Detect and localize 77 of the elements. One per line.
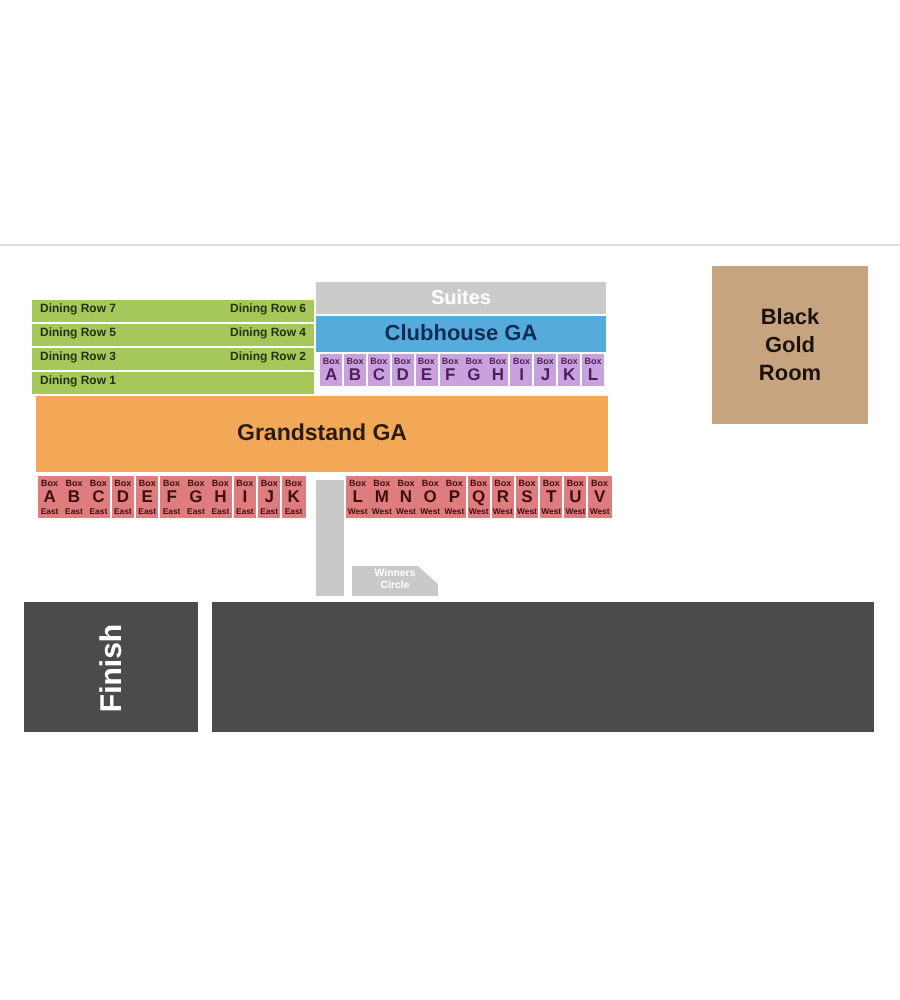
seating-section: [32, 348, 314, 369]
section-label: Clubhouse GA: [384, 322, 538, 346]
box-letter: J: [264, 487, 274, 505]
box-letter: E: [420, 366, 433, 384]
box-letter: O: [423, 487, 437, 505]
seating-box: [563, 475, 587, 517]
box-letter: H: [214, 487, 227, 505]
room-label: Black Gold Room: [756, 303, 824, 387]
box-letter: R: [496, 487, 509, 505]
box-letter: T: [545, 487, 557, 505]
seating-box: [233, 475, 257, 517]
box-letter: D: [116, 487, 129, 505]
box-letter: L: [587, 366, 599, 384]
seating-box: [467, 475, 491, 517]
seating-box: [367, 354, 390, 386]
seating-box: [534, 354, 557, 386]
finish-line-block: [24, 602, 198, 732]
seating-box: [343, 354, 367, 386]
seating-box: [111, 475, 135, 517]
box-letter: N: [399, 487, 413, 505]
box-letter: B: [348, 366, 362, 384]
seating-box: [581, 354, 605, 386]
seating-box: [257, 475, 281, 517]
box-letter: U: [569, 487, 582, 505]
box-letter: Q: [471, 487, 486, 505]
seating-box: [588, 475, 612, 517]
box-letter: A: [43, 487, 56, 505]
seating-box: [86, 475, 110, 517]
track-block: [212, 602, 874, 732]
winners-circle-area: [352, 566, 438, 596]
seating-box: [415, 354, 438, 386]
box-letter: I: [242, 487, 248, 505]
finish-label: Finish: [94, 622, 128, 712]
box-letter: H: [491, 366, 504, 384]
seating-box: [515, 475, 539, 517]
box-letter: K: [287, 487, 300, 505]
box-letter: F: [444, 366, 456, 384]
box-letter: D: [396, 366, 409, 384]
section-label: Grandstand GA: [237, 422, 407, 446]
seating-box: [539, 475, 563, 517]
box-letter: C: [372, 366, 385, 384]
box-letter: A: [325, 366, 338, 384]
box-letter: P: [448, 487, 461, 505]
seating-box: [510, 354, 533, 386]
seating-box: [558, 354, 581, 386]
seating-section: [32, 300, 314, 321]
seating-box: [320, 354, 343, 386]
seating-box: [439, 354, 462, 386]
seating-box: [38, 475, 62, 517]
venue-room: [712, 266, 868, 424]
seating-box: [391, 354, 414, 386]
seating-box: [346, 475, 370, 517]
seating-section: [32, 372, 314, 393]
seating-box: [486, 354, 509, 386]
box-letter: S: [521, 487, 533, 505]
seating-section: [316, 282, 606, 314]
seating-box: [208, 475, 232, 517]
box-letter: E: [141, 487, 153, 505]
box-letter: J: [540, 366, 551, 384]
box-letter: L: [352, 487, 363, 505]
box-letter: G: [467, 366, 481, 384]
seating-section: [32, 324, 314, 345]
seating-box: [491, 475, 515, 517]
seating-box: [135, 475, 159, 517]
box-letter: F: [166, 487, 177, 505]
seating-box: [442, 475, 466, 517]
seating-box: [160, 475, 184, 517]
seating-box: [282, 475, 306, 517]
box-letter: I: [519, 366, 524, 384]
box-letter: K: [563, 366, 576, 384]
seating-section: [316, 316, 606, 352]
box-letter: G: [189, 487, 203, 505]
box-letter: V: [593, 487, 606, 505]
box-letter: B: [67, 487, 81, 505]
box-letter: M: [374, 487, 389, 505]
box-letter: C: [92, 487, 105, 505]
seating-section: [36, 396, 608, 472]
